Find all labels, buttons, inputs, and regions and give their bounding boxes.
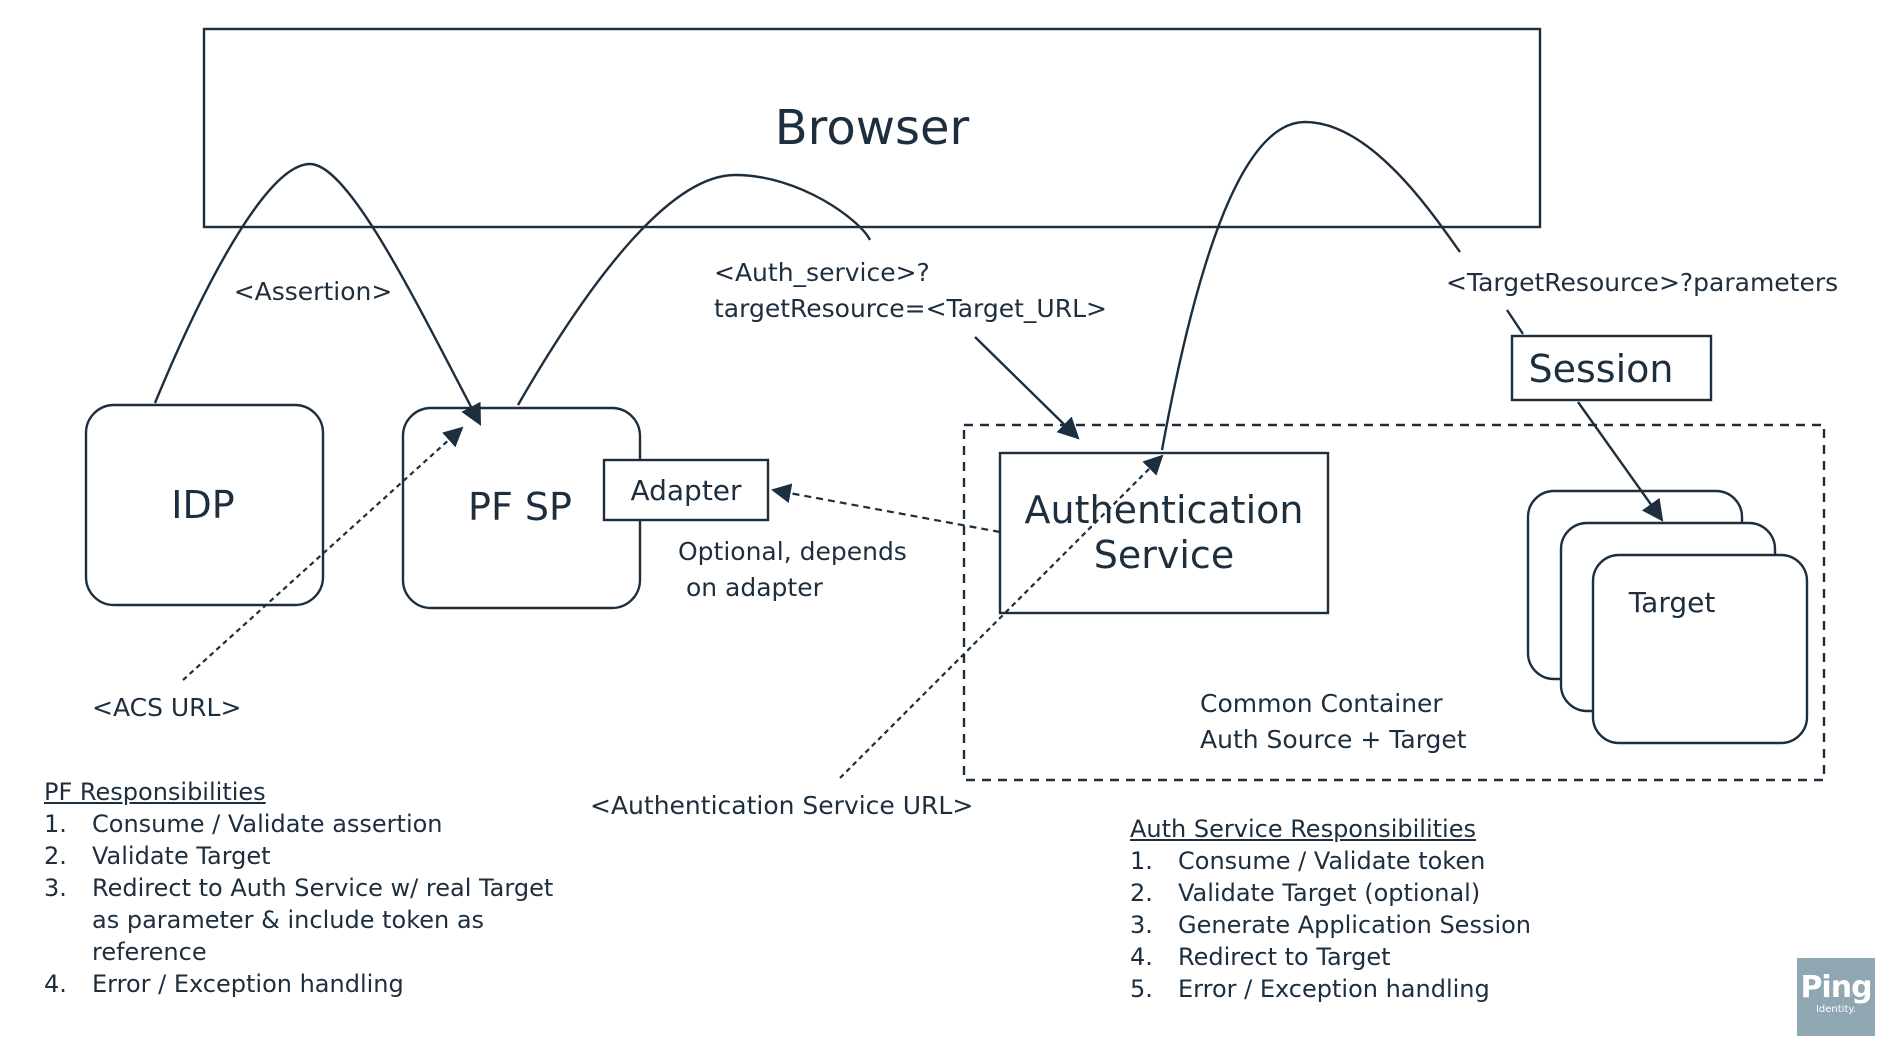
list-item-text: Consume / Validate token — [1178, 847, 1486, 875]
list-item-number: 1. — [44, 810, 67, 838]
list-item-number: 4. — [44, 970, 67, 998]
browser-to-session-line — [1506, 309, 1524, 335]
list-item: 2. Validate Target (optional) — [1130, 877, 1690, 909]
list-item-number: 1. — [1130, 847, 1153, 875]
auth-service-label-line1: Authentication — [1025, 488, 1304, 532]
auth-service-responsibilities-list: 1. Consume / Validate token 2. Validate Ta… — [1130, 845, 1690, 1005]
adapter-label: Adapter — [630, 474, 742, 507]
list-item: 1. Consume / Validate assertion — [44, 808, 604, 840]
list-item-text: Validate Target (optional) — [1178, 879, 1481, 907]
list-item-text: Consume / Validate assertion — [92, 810, 443, 838]
list-item-number: 4. — [1130, 943, 1153, 971]
auth-service-redirect-label-line2: targetResource=<Target_URL> — [714, 294, 1107, 323]
idp-to-pfsp-arc — [153, 162, 482, 426]
auth-service-to-adapter-arrow — [771, 483, 1001, 534]
pfsp-to-browser-arc — [516, 173, 872, 406]
list-item-text: Validate Target — [92, 842, 271, 870]
list-item-number: 3. — [1130, 911, 1153, 939]
pf-responsibilities: PF Responsibilities 1. Consume / Validate… — [44, 776, 604, 1000]
adapter-box — [602, 458, 770, 522]
list-item-number: 3. — [44, 874, 67, 902]
session-label: Session — [1529, 347, 1674, 391]
list-item-number: 5. — [1130, 975, 1153, 1003]
logo-word: Ping — [1800, 970, 1872, 1005]
list-item-text: Error / Exception handling — [92, 970, 404, 998]
target-label: Target — [1628, 586, 1716, 619]
browser-label: Browser — [775, 100, 970, 156]
acs-url-label: <ACS URL> — [92, 693, 241, 722]
ping-identity-logo: Ping Identity. — [1797, 958, 1875, 1036]
target-resource-label: <TargetResource>?parameters — [1446, 268, 1838, 297]
target-card-front — [1591, 553, 1809, 745]
container-label-line2: Auth Source + Target — [1200, 725, 1467, 754]
idp-label: IDP — [171, 483, 234, 527]
optional-label-line1: Optional, depends — [678, 537, 907, 566]
list-item: 4. Redirect to Target — [1130, 941, 1690, 973]
list-item: 1. Consume / Validate token — [1130, 845, 1690, 877]
auth-service-redirect-label-line1: <Auth_service>? — [714, 258, 930, 287]
logo-subtext: Identity. — [1815, 1004, 1857, 1015]
auth-service-url-pointer — [839, 454, 1164, 779]
pf-sp-label: PF SP — [468, 485, 572, 529]
list-item: 3. Redirect to Auth Service w/ real Targe… — [44, 872, 562, 968]
list-item-number: 2. — [44, 842, 67, 870]
auth-service-to-browser-arc — [1160, 120, 1461, 451]
idp-box — [84, 403, 325, 607]
list-item: 5. Error / Exception handling — [1130, 973, 1690, 1005]
list-item-number: 2. — [1130, 879, 1153, 907]
list-item: 4. Error / Exception handling — [44, 968, 604, 1000]
session-box — [1510, 334, 1713, 402]
auth-service-box — [998, 451, 1330, 615]
auth-service-url-label: <Authentication Service URL> — [590, 791, 973, 820]
auth-service-responsibilities-title: Auth Service Responsibilities — [1130, 815, 1476, 843]
assertion-label: <Assertion> — [234, 277, 393, 306]
auth-service-label-line2: Service — [1094, 533, 1234, 577]
browser-to-auth-service-arrow — [974, 336, 1080, 440]
list-item-text: Redirect to Target — [1178, 943, 1391, 971]
browser-box — [202, 27, 1542, 229]
pf-responsibilities-title: PF Responsibilities — [44, 778, 266, 806]
list-item-text: Generate Application Session — [1178, 911, 1532, 939]
session-to-target-arrow — [1577, 401, 1664, 522]
auth-service-responsibilities: Auth Service Responsibilities 1. Consume … — [1130, 813, 1690, 1005]
container-label-line1: Common Container — [1200, 689, 1443, 718]
list-item: 3. Generate Application Session — [1130, 909, 1690, 941]
pf-responsibilities-list: 1. Consume / Validate assertion 2. Validat… — [44, 808, 604, 1000]
optional-label-line2: on adapter — [678, 573, 824, 602]
list-item-text: Error / Exception handling — [1178, 975, 1490, 1003]
list-item: 2. Validate Target — [44, 840, 604, 872]
list-item-text: Redirect to Auth Service w/ real Target … — [92, 874, 554, 966]
